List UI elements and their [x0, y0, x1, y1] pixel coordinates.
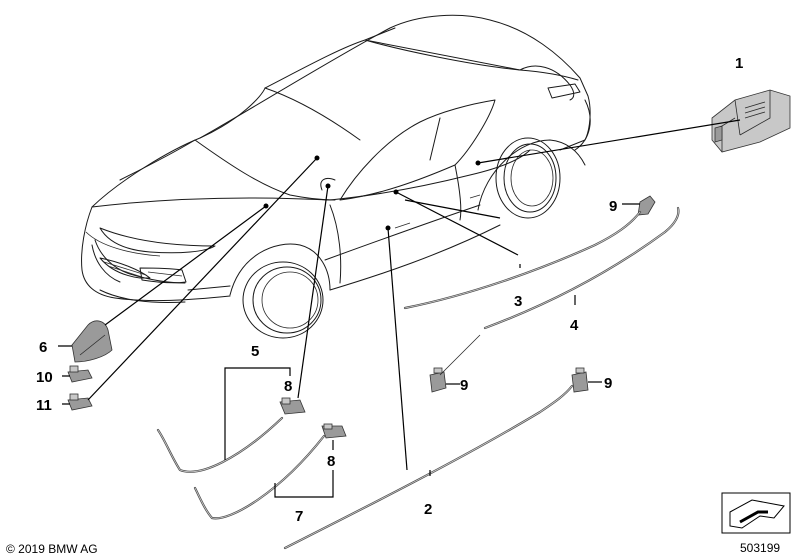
callout-9-right: 9 [604, 375, 612, 392]
sensor-part-10 [67, 365, 93, 383]
callout-9-top: 9 [609, 198, 617, 215]
sensor-part-8-upper [279, 397, 306, 415]
sensor-part-9-mid [429, 367, 447, 393]
rear-wheel [495, 137, 561, 219]
callout-6: 6 [39, 339, 47, 356]
callout-5: 5 [251, 343, 259, 360]
control-unit-part [711, 89, 791, 153]
pad-part-6 [71, 320, 113, 363]
strip-part-2 [283, 384, 574, 550]
callout-4: 4 [570, 317, 579, 334]
leader-dots [263, 155, 481, 231]
callout-9-mid: 9 [460, 377, 468, 394]
callout-8-lower: 8 [327, 453, 335, 470]
copyright-text: © 2019 BMW AG [6, 542, 98, 556]
car-outline [81, 14, 591, 339]
callout-11: 11 [36, 397, 52, 414]
callout-7: 7 [295, 508, 303, 525]
callout-10: 10 [36, 369, 53, 386]
strip-part-3 [403, 210, 642, 310]
callout-1: 1 [735, 55, 743, 72]
front-wheel [242, 261, 324, 339]
sensor-part-11 [67, 393, 93, 411]
leader-lines [58, 119, 741, 498]
sensor-part-9-right [571, 367, 589, 393]
sensor-part-8-lower [321, 423, 347, 439]
diagram-number: 503199 [740, 541, 780, 555]
arrow-icon [721, 492, 791, 534]
strip-part-7 [193, 434, 326, 520]
callout-3: 3 [514, 293, 522, 310]
cable-part-9-mid [439, 334, 481, 376]
strip-part-4 [483, 206, 680, 330]
callout-8-upper: 8 [284, 378, 292, 395]
callout-2: 2 [424, 501, 432, 518]
strip-part-5 [156, 416, 284, 473]
